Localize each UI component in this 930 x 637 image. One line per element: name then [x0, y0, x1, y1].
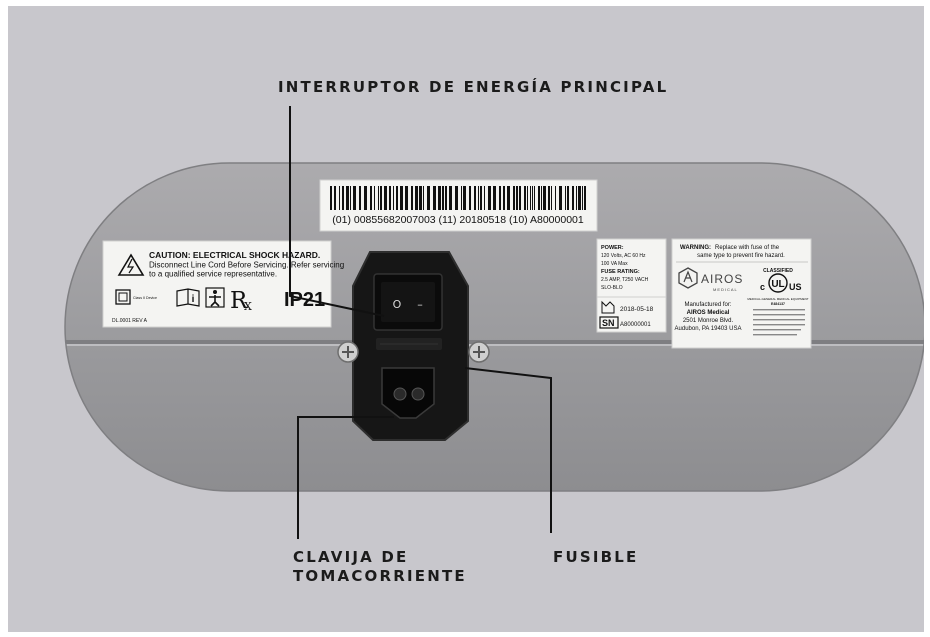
airos-logo-icon [678, 267, 698, 289]
caution-line-2: to a qualified service representative. [149, 270, 277, 279]
svg-text:2.5 AMP, T250 VACH: 2.5 AMP, T250 VACH [601, 277, 649, 283]
caution-line-1: Disconnect Line Cord Before Servicing. R… [149, 261, 344, 270]
sn-tag: SN [602, 318, 615, 328]
svg-text:FUSE RATING:: FUSE RATING: [601, 269, 640, 275]
barcode-text: (01) 00855682007003 (11) 20180518 (10) A… [332, 214, 584, 226]
warning-label: WARNING: Replace with fuse of the same t… [671, 238, 812, 349]
manual-icon [176, 288, 200, 307]
main-power-switch[interactable]: O – [373, 273, 443, 331]
mounting-screw-left [337, 341, 359, 363]
power-rating-label: POWER: 120 Volts, AC 60 Hz 100 VA Max FU… [596, 238, 667, 298]
class-ii-text: Class II Device [133, 296, 157, 300]
serial-number: A80000001 [620, 322, 651, 328]
power-socket[interactable] [381, 367, 435, 419]
svg-text:MEDICAL: MEDICAL [713, 287, 738, 292]
svg-text:Audubon, PA 19403 USA: Audubon, PA 19403 USA [675, 326, 742, 332]
svg-text:X: X [244, 300, 252, 313]
callout-power-socket: CLAVIJA DE TOMACORRIENTE [293, 548, 467, 585]
barcode-bars [330, 186, 586, 210]
mounting-screw-right [468, 341, 490, 363]
callout-main-power-switch: INTERRUPTOR DE ENERGÍA PRINCIPAL [278, 78, 669, 96]
serial-label: 2018-05-18 SN A80000001 [596, 296, 667, 333]
manufacture-date: 2018-05-18 [620, 306, 654, 313]
svg-text:120 Volts, AC 60 Hz: 120 Volts, AC 60 Hz [601, 253, 646, 259]
svg-text:c: c [760, 282, 765, 292]
svg-text:E484137: E484137 [771, 302, 785, 306]
svg-text:WARNING:: WARNING: [680, 245, 711, 251]
shock-warning-icon [117, 253, 145, 276]
svg-text:UL: UL [771, 279, 784, 290]
callout-fuse: FUSIBLE [553, 548, 639, 566]
switch-on-symbol: – [417, 298, 423, 311]
device-back-panel: (01) 00855682007003 (11) 20180518 (10) A… [64, 106, 924, 539]
caution-label: CAUTION: ELECTRICAL SHOCK HAZARD. Discon… [102, 240, 344, 328]
svg-text:same type to prevent fire haza: same type to prevent fire hazard. [697, 253, 785, 259]
svg-text:CLASSIFIED: CLASSIFIED [763, 268, 793, 274]
svg-text:MEDICAL-GENERAL MEDICAL EQUIPM: MEDICAL-GENERAL MEDICAL EQUIPMENT [747, 297, 808, 301]
svg-text:Manufactured for:: Manufactured for: [684, 302, 731, 308]
manufacture-date-icon [601, 300, 615, 314]
switch-off-symbol: O [393, 298, 402, 311]
doc-number: DL.0001 REV A [112, 318, 148, 324]
svg-text:2501 Monroe Blvd.: 2501 Monroe Blvd. [683, 318, 734, 324]
rx-symbol: R [230, 288, 248, 314]
svg-text:SLO-BLO: SLO-BLO [601, 285, 623, 291]
product-photo: (01) 00855682007003 (11) 20180518 (10) A… [8, 6, 924, 632]
barcode-label: (01) 00855682007003 (11) 20180518 (10) A… [319, 179, 598, 232]
callout-leader-lines [289, 106, 552, 539]
caution-title: CAUTION: ELECTRICAL SHOCK HAZARD. [149, 250, 320, 260]
svg-text:AIROS Medical: AIROS Medical [687, 310, 730, 316]
power-entry-module: O – [337, 251, 490, 441]
svg-text:POWER:: POWER: [601, 245, 624, 251]
patient-part-icon [205, 287, 225, 308]
brand-name: AIROS [701, 272, 743, 286]
svg-text:Replace with fuse of the: Replace with fuse of the [715, 245, 780, 251]
svg-text:i: i [192, 294, 195, 305]
ul-classified-mark: CLASSIFIED UL c US MEDICAL-GENERAL MEDIC… [747, 268, 809, 336]
svg-text:US: US [789, 282, 802, 292]
svg-text:100 VA Max: 100 VA Max [601, 261, 628, 267]
class-ii-icon [115, 289, 131, 305]
